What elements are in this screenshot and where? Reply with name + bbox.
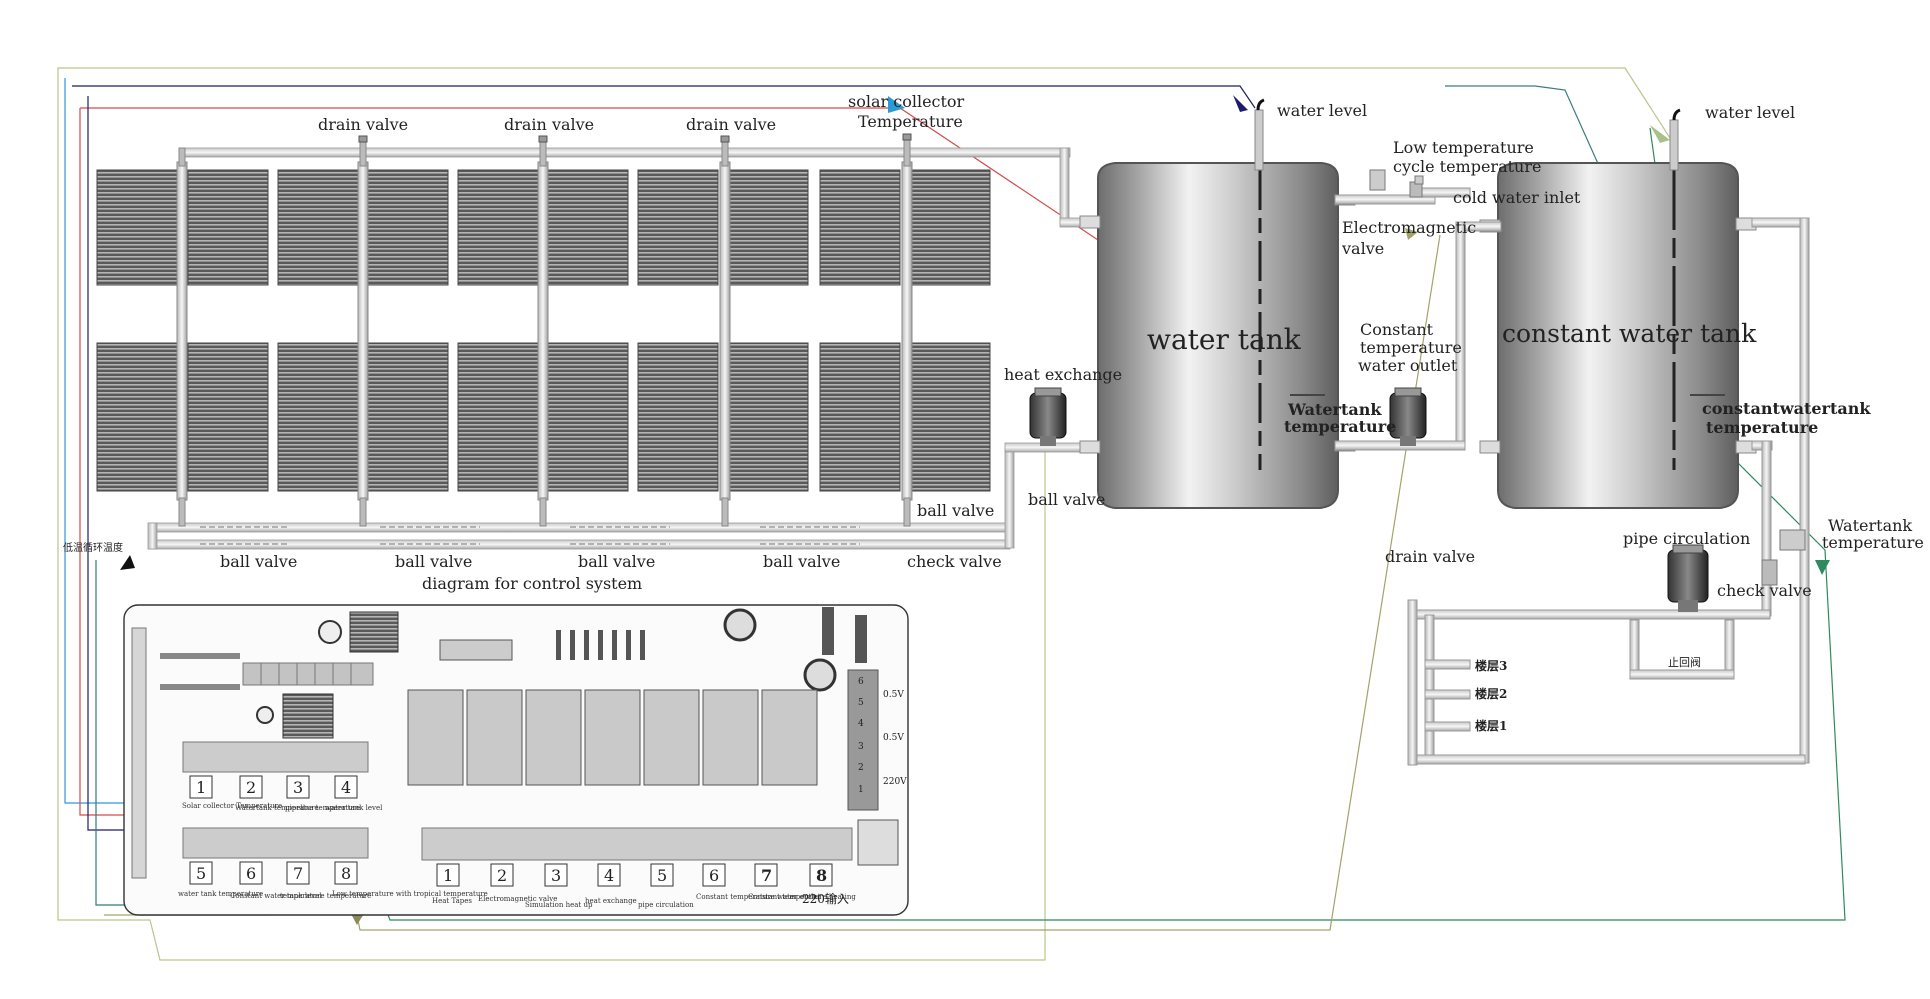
floor-1-label: 楼层1 (1475, 718, 1507, 733)
constant-water-tank-title: constant water tank (1502, 319, 1757, 348)
labels: drain valve drain valve drain valve sola… (63, 92, 1924, 733)
terminal-number: 6 (246, 864, 256, 883)
water-tank-title: water tank (1147, 323, 1302, 356)
sensor-caption: Constant water tank level (230, 892, 322, 900)
floor-2-label: 楼层2 (1475, 686, 1507, 701)
check-valve-cn-label: 止回阀 (1668, 655, 1701, 669)
ball-valve-label: ball valve (578, 552, 655, 571)
solar-collector-array (96, 137, 1106, 550)
output-number: 2 (497, 866, 507, 885)
relay-number: 3 (858, 742, 864, 752)
low-temp-cycle-cn-label: 低温循环温度 (63, 541, 123, 554)
board-terminal-row-bottom: 5 6 7 8 (189, 861, 358, 885)
drain-valve-label: drain valve (686, 115, 776, 134)
check-valve-label: check valve (907, 552, 1002, 571)
watertank-temp-label: Watertank (1287, 400, 1382, 419)
terminal-number: 5 (196, 864, 206, 883)
ball-valve-label: ball valve (220, 552, 297, 571)
check-valve-label: check valve (1717, 581, 1812, 600)
output-caption: Constant temperature heating (748, 893, 856, 901)
heat-exchange-pump-icon (1029, 387, 1067, 446)
relay-voltage-labels: 0.5V 0.5V 220V 6 5 4 3 2 1 (858, 677, 907, 795)
terminal-number: 4 (341, 778, 351, 797)
terminal-number: 8 (341, 864, 351, 883)
constant-water-tank (1479, 108, 1757, 509)
relay-number: 6 (858, 677, 864, 687)
sensor-caption: water tank level (325, 804, 383, 812)
relay-label: 220V (883, 777, 907, 787)
ball-valve-label: ball valve (917, 501, 994, 520)
water-level-label: water level (1277, 101, 1367, 120)
electromagnetic-valve-label: valve (1341, 239, 1384, 258)
output-caption: Heat Tapes (432, 897, 472, 905)
relay-number: 4 (858, 719, 864, 729)
output-caption: Simulation heat up (525, 901, 593, 909)
drain-valve-label: drain valve (504, 115, 594, 134)
output-caption: heat exchange (585, 897, 637, 905)
terminal-number: 3 (293, 778, 303, 797)
terminal-number: 2 (246, 778, 256, 797)
watertank-temp-label: Watertank (1828, 516, 1912, 535)
constant-temp-outlet-label: water outlet (1358, 356, 1458, 375)
cold-water-inlet-label: cold water inlet (1453, 188, 1581, 207)
relay-number: 2 (858, 763, 864, 773)
constant-watertank-temp-label: constantwatertank (1702, 399, 1871, 418)
output-captions: Heat Tapes Electromagnetic valve Simulat… (432, 891, 856, 909)
drain-valve-label: drain valve (1385, 547, 1475, 566)
solar-collector-temp-label: Temperature (858, 112, 963, 131)
sensor-caption: pipeline temperature (285, 804, 360, 812)
constant-temp-pump-icon (1389, 387, 1427, 446)
output-caption: pipe circulation (638, 901, 694, 909)
drain-valve-icons (358, 133, 912, 143)
output-caption: 220输入 (802, 891, 849, 906)
terminal-number: 1 (196, 778, 206, 797)
watertank-temp-label: temperature (1822, 533, 1924, 552)
electromagnetic-valve-label: Electromagnetic (1342, 218, 1476, 237)
ball-valve-label: ball valve (763, 552, 840, 571)
output-number: 8 (816, 866, 827, 885)
diagram-title: diagram for control system (422, 574, 642, 593)
control-board (123, 604, 909, 916)
relay-number: 1 (858, 785, 864, 795)
drain-valve-label: drain valve (318, 115, 408, 134)
output-number: 7 (761, 866, 772, 885)
watertank-temp-label: temperature (1284, 417, 1396, 436)
sensor-caption: Low temperature with tropical temperatur… (332, 890, 488, 898)
relay-label: 0.5V (883, 690, 904, 700)
water-tank (1079, 98, 1356, 509)
output-number: 5 (657, 866, 667, 885)
sensor-caption: temperature temperature (280, 892, 371, 900)
sensor-caption: Watertank temperature (235, 804, 319, 812)
output-number: 3 (551, 866, 561, 885)
floor-3-label: 楼层3 (1475, 658, 1507, 673)
output-number: 6 (709, 866, 719, 885)
circulation-pump-icon (1667, 544, 1709, 612)
terminal-number: 7 (293, 864, 303, 883)
constant-temp-outlet-label: Constant (1360, 320, 1434, 339)
sensor-caption: Solar collector Temperature (182, 802, 282, 810)
water-level-label: water level (1705, 103, 1795, 122)
output-caption: Electromagnetic valve (478, 895, 557, 903)
ball-valve-label: ball valve (395, 552, 472, 571)
solar-collector-temp-label: solar collector (848, 92, 965, 111)
constant-watertank-temp-label: temperature (1706, 418, 1818, 437)
low-temp-cycle-label: cycle temperature (1393, 157, 1541, 176)
low-temp-cycle-label: Low temperature (1393, 138, 1534, 157)
relay-label: 0.5V (883, 733, 904, 743)
relay-number: 5 (858, 698, 864, 708)
heat-exchange-label: heat exchange (1004, 365, 1122, 384)
tank-piping (1334, 169, 1810, 766)
ball-valve-label: ball valve (1028, 490, 1105, 509)
sensor-caption: water tank temperature (178, 890, 263, 898)
sensor-captions: Solar collector Temperature Watertank te… (178, 802, 488, 900)
output-caption: Constant temperature water outlet (696, 893, 821, 901)
constant-temp-outlet-label: temperature (1360, 338, 1462, 357)
board-output-terminals: 1 2 3 4 5 6 7 8 (436, 863, 833, 887)
board-terminal-row-top: 1 2 3 4 (189, 775, 358, 799)
pipe-circulation-label: pipe circulation (1623, 529, 1750, 548)
output-number: 4 (604, 866, 614, 885)
output-number: 1 (443, 866, 453, 885)
